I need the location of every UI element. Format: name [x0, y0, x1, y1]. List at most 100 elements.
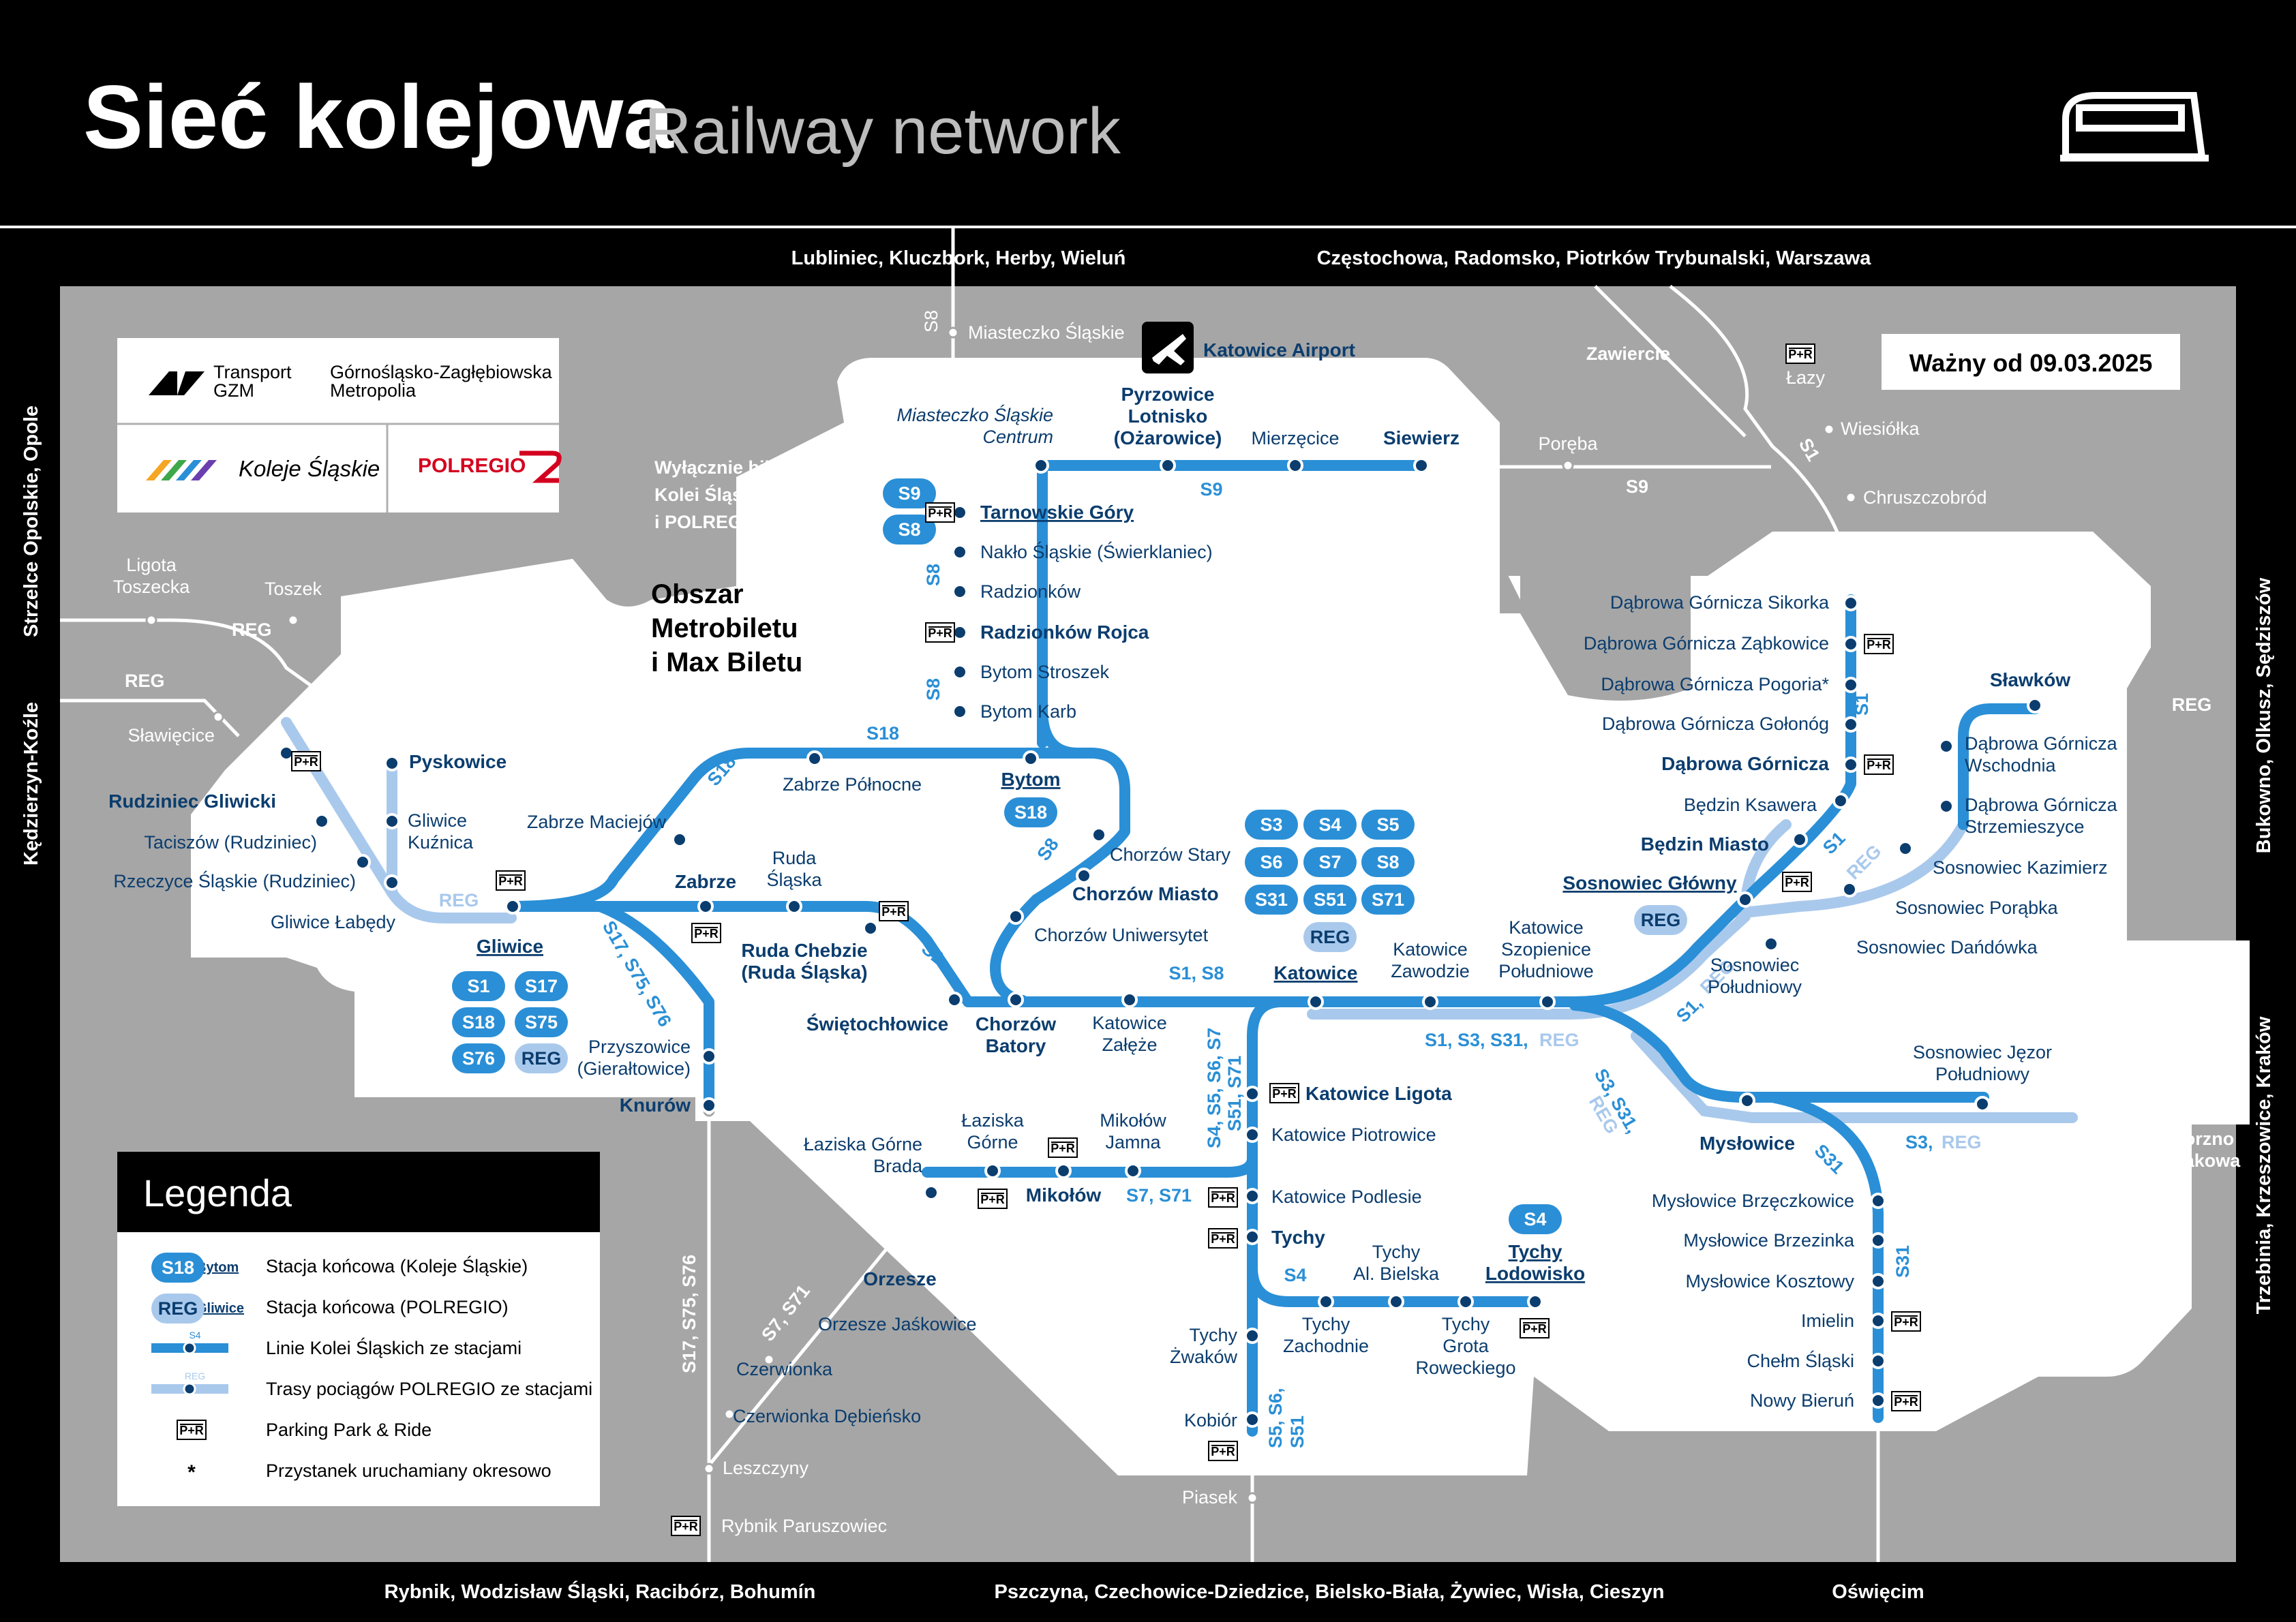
stations-pyskowice: Pyskowice [409, 751, 507, 772]
zone-label-1: Obszar [651, 579, 744, 609]
stations-ruda_chebzie-0: Ruda Chebzie [741, 940, 867, 961]
stations-katowice_zaleze-0: Katowice [1092, 1013, 1167, 1033]
stations-chorzow_uniwersytet: Chorzów Uniwersytet [1034, 925, 1209, 945]
station-dot-sosnowiec-kazimierz [1897, 840, 1914, 857]
stations-tychy_lodowisko-1: Lodowisko [1485, 1263, 1585, 1284]
station-dot-swietochlowice [946, 992, 963, 1008]
stations-gliwice_kuznica-0: Gliwice [408, 810, 467, 831]
stations-myslowice_kosztowy: Mysłowice Kosztowy [1685, 1271, 1854, 1291]
station-dot-katowice-ligota [1244, 1086, 1260, 1102]
station-dot-kobior [1244, 1411, 1260, 1428]
badge-katowice-s71: S71 [1361, 885, 1415, 915]
badge-gliwice-s17-label: S17 [525, 976, 558, 996]
polregio-name: POLREGIO [418, 455, 526, 477]
station-dot-tychy-grota [1457, 1294, 1474, 1310]
stations-bytom_karb: Bytom Karb [980, 701, 1076, 722]
station-dot-bedzin-ksawera [1832, 793, 1849, 809]
stations-katowice_podlesie: Katowice Podlesie [1271, 1187, 1422, 1207]
badge-gliwice-s76: S76 [452, 1043, 505, 1073]
station-dot-nowy_bierun [1870, 1392, 1886, 1409]
stations-mierzecice: Mierzęcice [1251, 428, 1339, 448]
line_labels-reg: REG [125, 671, 165, 691]
badge-katowice-s8: S8 [1361, 847, 1415, 877]
stations-katowice_szopienice-2: Południowe [1498, 961, 1594, 981]
stations-radzionkow: Radzionków [980, 581, 1081, 602]
stations-naklo: Nakło Śląskie (Świerklaniec) [980, 540, 1213, 562]
stations-poreba: Poręba [1538, 433, 1598, 454]
park-ride-label: P+R [881, 905, 906, 919]
station-dot-sosnowiec-porabka [1841, 881, 1858, 898]
stations-dg_wschodnia-1: Wschodnia [1965, 755, 2057, 776]
station-dot-mierzecice [1287, 457, 1303, 474]
station-dot-tychy [1244, 1229, 1260, 1245]
station-dot-czerwionka [763, 1353, 775, 1366]
station-dot-naklo [952, 544, 968, 560]
station-dot-zabrze-maciejow [671, 831, 688, 848]
legend-item-text: Trasy pociągów POLREGIO ze stacjami [266, 1379, 592, 1399]
legend-item-text: Linie Kolei Śląskich ze stacjami [266, 1336, 522, 1358]
park-ride-icon: P+R [978, 1189, 1008, 1209]
station-dot-ligota [145, 614, 157, 626]
stations-knurow: Knurów [620, 1095, 691, 1116]
station-dot-przyszowice [701, 1048, 717, 1065]
gzm-name-1: Transport [213, 362, 292, 382]
station-dot-mikolow [1055, 1163, 1072, 1179]
badge-gliwice-s18: S18 [452, 1007, 505, 1037]
station-dot-chelm_slaski [1870, 1353, 1886, 1369]
stations-chelm_slaski: Chełm Śląski [1747, 1349, 1854, 1371]
stations-bytom: Bytom [1001, 769, 1060, 790]
stations-tychy_zachodnie-1: Zachodnie [1283, 1336, 1369, 1356]
badge-katowice-s8-label: S8 [1376, 852, 1399, 872]
badge-sosnowiec-reg: REG [1634, 905, 1687, 935]
station-dot-katowice-podlesie [1244, 1188, 1260, 1204]
park-ride-label: P+R [1272, 1087, 1297, 1101]
legend-item-text: Parking Park & Ride [266, 1420, 432, 1440]
park-ride-icon: P+R [879, 901, 909, 921]
stations-siewierz: Siewierz [1383, 427, 1460, 448]
station-dot-myslowice_kosztowy [1870, 1273, 1886, 1289]
stations-tychy_zwakow-0: Tychy [1189, 1325, 1237, 1345]
station-katowice-airport: Katowice Airport [1203, 339, 1355, 361]
koleje-slaskie-name: Koleje Śląskie [239, 455, 380, 481]
station-dot-myslowice_brzeczkowice [1870, 1193, 1886, 1209]
station-dot-radzionkow [952, 583, 968, 600]
park-ride-label: P+R [928, 506, 952, 520]
badge-s8-label: S8 [898, 519, 920, 540]
park-ride-icon: P+R [1208, 1187, 1238, 1208]
stations-chorzow_miasto: Chorzów Miasto [1072, 883, 1219, 904]
station-dot-gliwice [504, 898, 521, 915]
restricted-note-1: Wyłącznie bilety [654, 457, 796, 478]
station-dot-katowice-szopienice [1539, 994, 1556, 1010]
station-dot-katowice [1308, 994, 1324, 1010]
stations-leszczyny: Leszczyny [723, 1458, 809, 1478]
line_labels-s4: S4 [1284, 1265, 1306, 1285]
badge-katowice-reg-label: REG [1310, 927, 1350, 947]
legend-sample-badge-label: REG [158, 1298, 198, 1319]
stations-laziska_gorne-1: Górne [967, 1132, 1018, 1152]
badge-gliwice-reg: REG [515, 1043, 568, 1073]
stations-pyrzowice-2: (Ożarowice) [1114, 427, 1222, 448]
direction-east-top: Bukowno, Olkusz, Sędziszów [2253, 577, 2275, 853]
legend-sample-badge: REG [151, 1294, 205, 1323]
station-dot-zabrze [697, 898, 714, 915]
header-bar [0, 0, 2296, 227]
station-dot-slawiecice [212, 711, 224, 723]
station-dot-siewierz [1413, 457, 1430, 474]
stations-bedzin_miasto: Będzin Miasto [1641, 833, 1769, 855]
stations-ligota_toszecka-1: Toszecka [113, 577, 191, 597]
zone-label-3: i Max Biletu [651, 647, 802, 677]
park-ride-icon: P+R [1891, 1311, 1921, 1332]
badge-katowice-s4: S4 [1303, 810, 1357, 840]
validity-box [1882, 334, 2180, 390]
stations-tychy_grota-2: Roweckiego [1415, 1358, 1515, 1378]
restricted-note-2: Kolei Śląskich [654, 484, 779, 505]
legend-sample-badge: S18 [151, 1253, 205, 1283]
stations-dg_wschodnia-0: Dąbrowa Górnicza [1965, 733, 2118, 754]
station-dot-miasteczko [947, 326, 959, 339]
line_labels-s18: S18 [866, 723, 899, 744]
